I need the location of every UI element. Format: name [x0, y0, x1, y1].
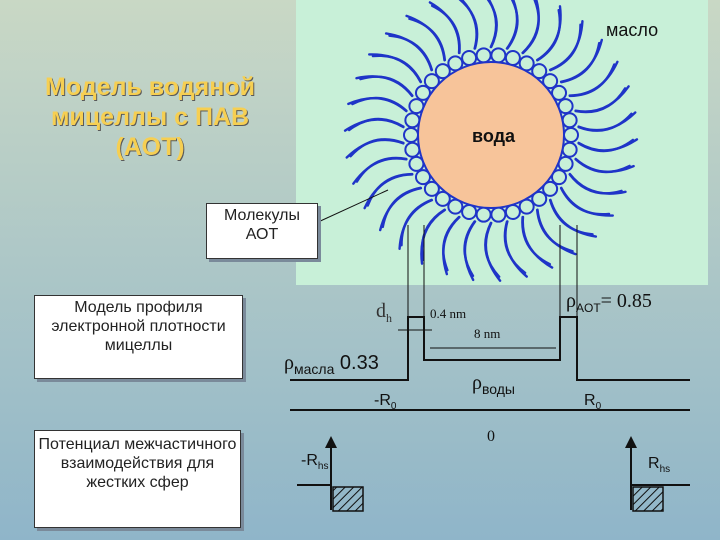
surfactant-tail	[484, 221, 501, 278]
surfactant-head	[475, 47, 492, 64]
oil-label: масло	[606, 20, 659, 40]
surfactant-head	[434, 190, 451, 207]
surfactant-head	[504, 50, 521, 67]
surfactant-tails	[343, 0, 639, 282]
surfactant-head	[423, 180, 440, 197]
surfactant-tail	[577, 138, 635, 153]
surfactant-tail	[560, 41, 601, 84]
surfactant-head	[461, 203, 478, 220]
surfactant-tail	[421, 208, 446, 262]
surfactant-head	[403, 127, 419, 143]
surfactant-head	[414, 169, 431, 186]
surfactant-tail	[559, 187, 611, 216]
surfactant-head	[490, 47, 507, 64]
surfactant-tail	[408, 17, 447, 62]
density-profile	[290, 316, 690, 381]
left-arrowhead	[325, 436, 337, 448]
surfactant-head	[531, 190, 548, 207]
surfactant-head	[561, 112, 578, 129]
rho-oil-label: ρмасла 0.33	[284, 352, 379, 377]
surfactant-head	[551, 169, 568, 186]
surfactant-head	[434, 63, 451, 80]
surfactant-tail	[347, 117, 405, 132]
surfactant-head	[475, 206, 492, 223]
surfactant-tail	[548, 198, 594, 236]
surfactant-head	[542, 73, 559, 90]
surfactant-head	[461, 50, 478, 67]
rho-aot-label: ρAOT= 0.85	[566, 290, 652, 315]
surfactant-head	[404, 112, 421, 129]
potential-model-box: Потенциал межчастичного взаимодействия д…	[34, 430, 241, 528]
surfactant-head	[504, 203, 521, 220]
surfactant-head	[414, 84, 431, 101]
surfactant-tail	[355, 156, 408, 183]
surfactant-tail	[442, 215, 461, 272]
thickness-label: 0.4 nm	[430, 306, 467, 321]
surfactant-tail	[536, 8, 561, 62]
profile-model-box: Модель профиля электронной плотности миц…	[34, 295, 243, 379]
zero-label: 0	[487, 428, 495, 445]
right-hard-wall	[632, 486, 664, 512]
surfactant-head	[561, 141, 578, 158]
surfactant-tail	[549, 23, 582, 72]
surfactant-tail	[574, 158, 631, 174]
surfactant-tail	[430, 4, 461, 55]
surfactant-head	[542, 180, 559, 197]
surfactant-head	[490, 206, 507, 223]
dh-label: dh	[376, 300, 392, 325]
surfactant-head	[563, 127, 579, 143]
surfactant-tail	[400, 198, 433, 247]
water-label: вода	[472, 126, 516, 146]
potential-plot	[297, 438, 690, 510]
surfactant-head	[423, 73, 440, 90]
surfactant-tail	[486, 0, 498, 49]
surfactant-tail	[577, 111, 637, 132]
surfactant-tail	[574, 87, 627, 114]
callout-line	[315, 189, 389, 224]
guide-lines	[407, 225, 578, 330]
surfactant-tail	[568, 63, 616, 98]
left-hard-wall	[332, 486, 364, 512]
slide-title: Модель водяной мицеллы с ПАВ (АОТ)	[45, 73, 255, 161]
surfactant-tail	[568, 173, 623, 195]
surfactant-tail	[381, 186, 422, 229]
molecules-aot-box: Молекулы АОТ	[206, 203, 318, 259]
surfactant-head	[531, 63, 548, 80]
surfactant-tail	[349, 138, 405, 158]
surfactant-tail	[503, 220, 527, 275]
surfactant-tail	[351, 96, 408, 112]
surfactant-tail	[388, 34, 434, 72]
surfactant-tail	[371, 54, 423, 83]
surfactant-tail	[463, 220, 476, 278]
surfactant-tail	[506, 0, 519, 50]
minus-rhs-label: -Rhs	[301, 452, 329, 473]
surfactant-tail	[458, 0, 479, 50]
right-arrowhead	[625, 436, 637, 448]
surfactant-head	[404, 141, 421, 158]
surfactant-tail	[521, 0, 540, 55]
rhs-label: Rhs	[648, 455, 671, 476]
surfactant-tail	[535, 208, 574, 253]
r0-label: R0	[584, 392, 602, 413]
water-core	[417, 61, 565, 209]
surfactant-head	[551, 84, 568, 101]
surfactant-tail	[359, 75, 414, 97]
surfactant-tail	[521, 215, 552, 266]
minus-r0-label: -R0	[374, 392, 397, 413]
rho-water-label: ρводы	[472, 372, 515, 397]
diameter-label: 8 nm	[474, 326, 501, 341]
surfactant-tail	[366, 172, 414, 207]
